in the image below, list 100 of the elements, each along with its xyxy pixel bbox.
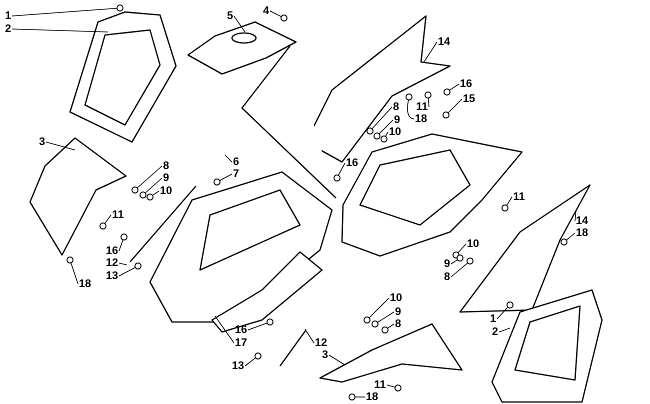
callout-number: 9 [162,172,170,184]
callout-number: 12 [106,257,118,269]
leader-line [219,174,232,181]
callout-number: 16 [234,324,248,336]
callout-number: 10 [466,238,480,250]
leader-line [136,166,162,188]
fastener-icon [66,256,74,264]
leader-line [248,322,268,330]
callout-number: 8 [162,160,170,172]
fastener-icon [100,222,106,230]
fastener-icon [424,92,432,98]
callout-number: 3 [38,136,46,148]
fastener-icon [466,258,474,264]
callout-number: 10 [160,185,172,197]
callout-number: 10 [390,292,402,304]
callout-number: 11 [513,191,525,203]
fastener-icon [380,136,388,142]
leader-line [118,262,128,266]
callout-number: 8 [392,101,400,113]
callout-number: 18 [576,227,588,239]
callout-number: 2 [4,23,12,35]
callout-number: 16 [106,245,118,257]
leader-line [354,396,366,398]
fastener-icon [140,192,146,198]
callout-number: 11 [416,101,428,113]
leader-line [566,232,576,240]
fastener-icon [214,178,220,186]
leader-line [428,98,430,108]
callout-number: 12 [314,337,328,349]
leader-line [449,84,460,91]
callout-number: 10 [388,126,402,138]
fastener-icon [146,194,154,200]
leader-line [448,98,462,114]
leader-line [458,244,466,254]
callout-number: 17 [234,337,248,349]
leader-line [387,324,394,329]
callout-number: 14 [438,36,450,48]
leader-line [152,190,160,196]
fastener-icon [116,4,124,12]
leader-line [118,267,136,276]
leader-line [506,196,512,206]
callout-number: 11 [112,209,124,221]
fastener-icon [280,14,288,22]
callout-number: 3 [322,349,328,361]
leader-line [372,106,392,130]
fastener-icon [560,238,568,246]
leader-line [496,306,508,320]
fastener-icon [366,128,374,134]
fastener-icon [372,320,378,328]
callout-number: 13 [232,360,244,372]
leader-line [385,132,388,137]
callout-number: 2 [492,326,498,338]
fastener-icon [134,262,142,270]
leader-line [498,328,510,332]
fastener-icon [502,204,508,212]
fastener-icon [456,254,464,262]
leader-line [450,262,468,278]
fastener-icon [334,174,340,182]
fastener-icon [266,318,274,326]
callout-number: 9 [444,258,450,270]
callout-number: 16 [460,78,472,90]
fastener-icon [348,394,356,400]
leader-line [270,10,282,18]
fastener-icon [444,88,450,96]
callout-number: 9 [394,114,400,126]
fastener-icon [132,186,138,194]
leader-line [368,298,390,318]
callout-number: 18 [366,391,378,403]
callout-number: 13 [106,270,118,282]
fastener-icon [506,302,514,308]
callout-number: 18 [414,113,428,125]
callout-number: 11 [374,379,386,391]
leader-line [70,262,78,284]
leader-line [46,142,76,150]
callout-number: 15 [462,93,476,105]
leader-line [407,100,414,120]
fastener-icon [406,94,412,100]
fastener-icon [120,234,128,240]
fastener-icon [364,316,370,324]
callout-number: 8 [394,318,402,330]
callout-number: 16 [346,157,358,169]
leader-line [214,316,234,344]
callout-number: 5 [226,10,234,22]
fastener-icon [442,112,450,118]
leader-line [12,8,118,16]
leader-line [104,214,112,224]
leader-line [118,239,124,252]
leader-line [450,259,458,264]
callout-number: 4 [262,5,270,17]
callout-number: 7 [232,168,240,180]
callout-number: 9 [394,306,402,318]
callout-number: 14 [576,215,588,227]
leader-line [144,178,162,194]
leader-line [244,357,256,366]
callout-number: 18 [78,278,92,290]
leader-line [424,42,438,62]
fastener-icon [374,132,380,140]
leader-line [338,162,346,176]
leader-line [378,120,394,134]
callout-number: 1 [4,10,12,22]
